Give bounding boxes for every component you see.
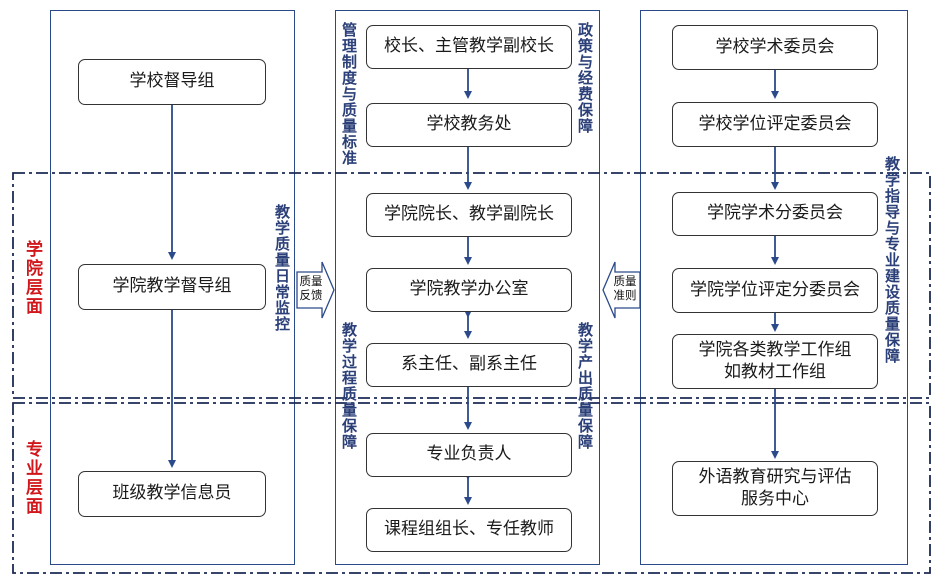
quality-criteria-arrow — [602, 261, 641, 319]
region-label-college: 学院层面 — [22, 240, 42, 316]
dean-node: 学院院长、教学副院长 — [366, 193, 572, 237]
college-supervision-group: 学院教学督导组 — [78, 264, 266, 310]
quality-criteria-label: 质量准则 — [613, 274, 637, 303]
left-panel — [50, 10, 295, 565]
quality-feedback-arrow — [296, 261, 335, 319]
academic-affairs-node: 学校教务处 — [366, 103, 572, 147]
department-head-node: 系主任、副系主任 — [366, 343, 572, 387]
quality-feedback-label: 质量反馈 — [299, 274, 323, 303]
course-leader-node: 课程组组长、专任教师 — [366, 508, 572, 552]
middle-right-bottom-label: 教学产出质量保障 — [576, 322, 594, 450]
college-academic-subcommittee: 学院学术分委员会 — [672, 192, 878, 236]
right-side-label: 教学指导与专业建设质量保障 — [883, 156, 901, 364]
college-teaching-office-node: 学院教学办公室 — [366, 268, 572, 312]
school-degree-committee: 学校学位评定委员会 — [672, 102, 878, 147]
middle-left-top-label: 管理制度与质量标准 — [340, 22, 358, 166]
foreign-language-research-center: 外语教育研究与评估 服务中心 — [672, 461, 878, 516]
middle-left-bottom-label: 教学过程质量保障 — [340, 322, 358, 450]
college-degree-subcommittee: 学院学位评定分委员会 — [672, 268, 878, 313]
region-label-major: 专业层面 — [22, 440, 42, 516]
college-teaching-workgroups: 学院各类教学工作组 如教材工作组 — [672, 334, 878, 389]
left-side-label: 教学质量日常监控 — [273, 204, 291, 332]
class-info-officer: 班级教学信息员 — [78, 471, 266, 517]
college-region-box — [12, 172, 931, 399]
middle-right-top-label: 政策与经费保障 — [576, 22, 594, 134]
major-leader-node: 专业负责人 — [366, 433, 572, 477]
school-supervision-group: 学校督导组 — [78, 59, 266, 105]
school-academic-committee: 学校学术委员会 — [672, 25, 878, 70]
president-node: 校长、主管教学副校长 — [366, 25, 572, 69]
major-region-box — [12, 402, 931, 574]
middle-panel — [335, 10, 600, 565]
